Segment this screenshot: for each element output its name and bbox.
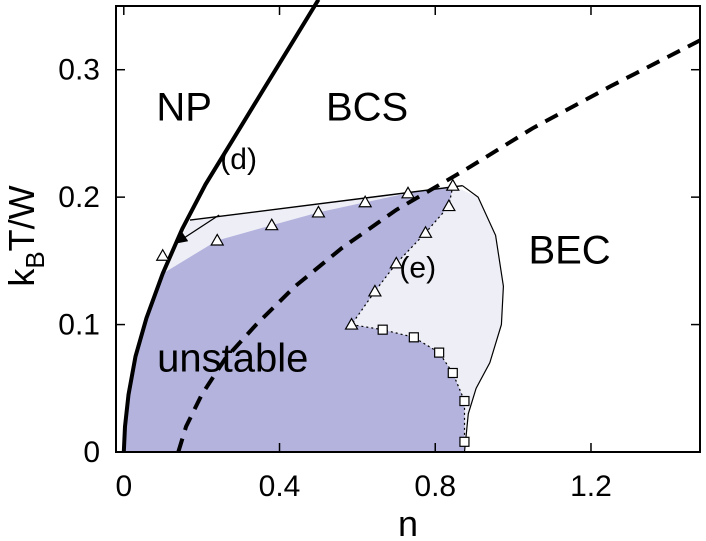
square-marker <box>377 324 388 335</box>
region-label-region-d: (d) <box>220 143 257 176</box>
y-axis-title: kBT/W <box>1 185 50 286</box>
region-label-NP: NP <box>156 86 212 130</box>
region-d-arrow <box>175 214 220 244</box>
y-tick-label: 0 <box>83 436 100 469</box>
y-axis-title-subscript: B <box>20 251 50 268</box>
region-labels: unstable (d) (e) NP BCS BEC <box>156 86 610 381</box>
square-marker <box>434 347 445 358</box>
triangle-marker <box>210 233 225 246</box>
region-label-BCS: BCS <box>326 86 408 130</box>
triangle-marker <box>264 217 279 231</box>
triangle-marker <box>445 178 460 191</box>
x-tick-label: 0 <box>115 470 132 503</box>
y-axis-title-base: k <box>1 268 42 287</box>
square-marker <box>408 332 419 343</box>
bec-boundary-line <box>462 185 505 453</box>
plot-frame <box>115 5 701 453</box>
region-e-fill <box>351 185 504 452</box>
axis-ticks <box>116 6 700 453</box>
square-marker <box>459 395 470 407</box>
square-marker <box>447 367 458 379</box>
curves <box>121 0 701 453</box>
triangle-marker <box>344 317 359 330</box>
triangle-marker <box>155 248 170 261</box>
region-fills <box>123 185 504 452</box>
y-tick-label: 0.2 <box>58 181 100 214</box>
x-axis-title: n <box>398 503 418 541</box>
region-label-unstable: unstable <box>157 337 308 381</box>
triangle-marker <box>311 205 326 218</box>
triangle-marker <box>400 186 416 199</box>
triangle-marker <box>367 284 382 297</box>
region-label-region-e: (e) <box>399 251 436 284</box>
axis-tick-labels: 0 0.4 0.8 1.2 0 0.1 0.2 0.3 <box>58 54 612 503</box>
np-boundary-line <box>121 0 321 453</box>
upper-phase-boundary-line <box>189 185 463 221</box>
x-tick-label: 0.4 <box>259 470 301 503</box>
triangle-marker <box>418 225 433 238</box>
y-axis-title-rest: T/W <box>1 185 42 251</box>
y-tick-label: 0.1 <box>58 309 100 342</box>
data-markers <box>155 178 470 447</box>
triangle-marker <box>441 198 456 212</box>
bcs-bec-crossover-line <box>176 38 701 453</box>
x-tick-label: 1.2 <box>570 470 612 503</box>
square-marker <box>459 436 470 447</box>
triangle-marker <box>389 256 404 269</box>
x-tick-label: 0.8 <box>414 470 456 503</box>
triangle-marker <box>358 195 373 208</box>
region-label-BEC: BEC <box>528 228 610 272</box>
spinodal-triangle-line <box>351 185 454 325</box>
y-tick-label: 0.3 <box>58 54 100 87</box>
